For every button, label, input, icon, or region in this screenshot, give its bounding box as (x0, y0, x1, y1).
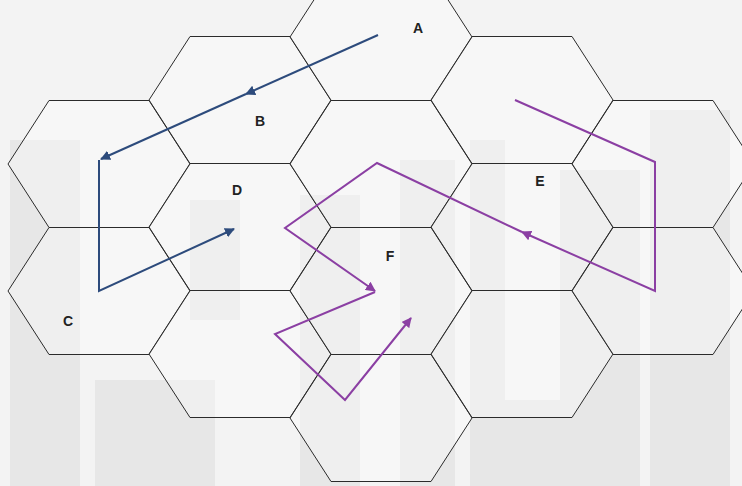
purple-handoff-path (275, 100, 655, 400)
cell-label: E (535, 174, 544, 188)
blue-handoff-path (99, 35, 378, 291)
cell-label: A (413, 21, 423, 35)
hex-grid (8, 0, 742, 482)
cell-label: C (63, 314, 73, 328)
cell-label: B (255, 114, 265, 128)
cell-label: F (386, 249, 395, 263)
cell-label: D (232, 183, 242, 197)
